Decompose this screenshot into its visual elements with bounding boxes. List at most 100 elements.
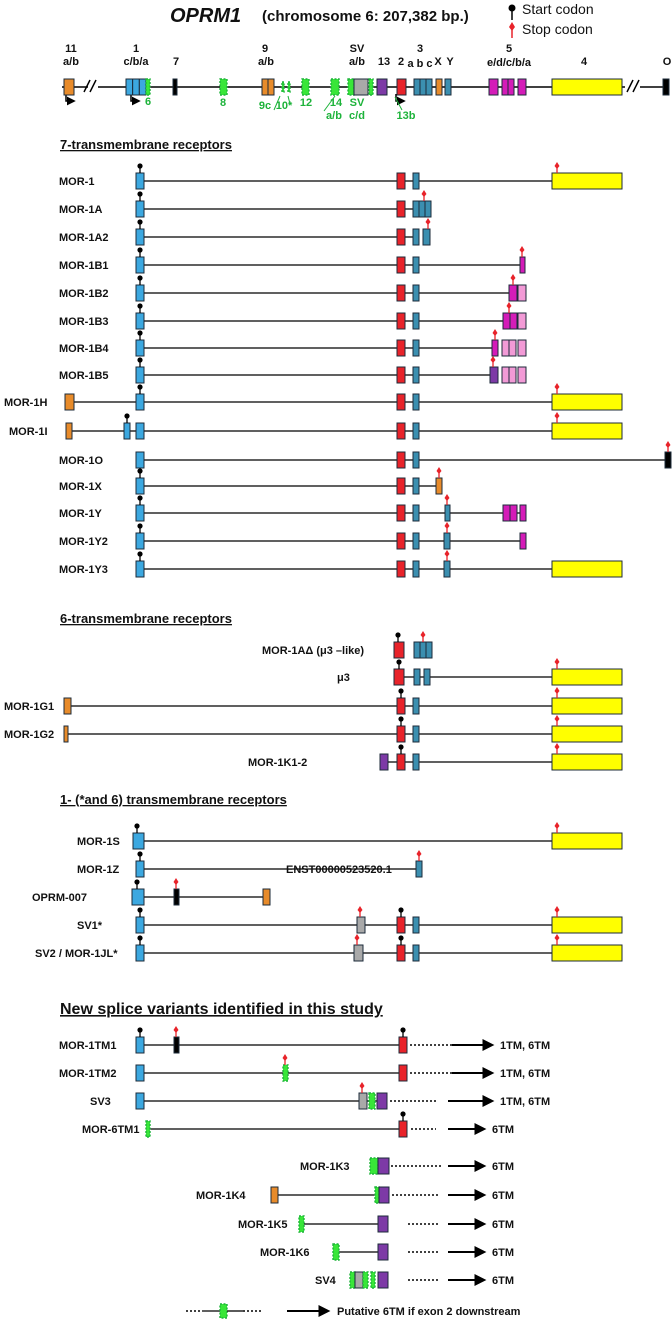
transcript-row: MOR-1Z — [77, 850, 423, 878]
exon-magenta — [519, 256, 526, 274]
transcript-label: MOR-1K6 — [260, 1247, 310, 1259]
gene-label-e1: 1 — [133, 43, 139, 55]
exon-magenta — [509, 312, 518, 330]
exon-purple — [378, 1186, 390, 1204]
start-codon-icon — [137, 219, 143, 225]
footnote-glyph — [186, 1303, 331, 1319]
exon-teal — [412, 697, 420, 715]
transcript-label: MOR-1K4 — [196, 1190, 246, 1202]
transcript-label: MOR-1G2 — [4, 729, 54, 741]
transcript-row: MOR-1B2 — [59, 274, 527, 302]
transcript-label: MOR-1B1 — [59, 260, 109, 272]
exon-teal — [412, 560, 420, 578]
exon-yellow — [551, 725, 623, 743]
start-codon-icon — [396, 659, 402, 665]
transcript-label: MOR-1TM2 — [59, 1068, 116, 1080]
exon-putative-6tm — [219, 1303, 228, 1319]
exon-red — [396, 228, 406, 246]
exon-yellow — [551, 832, 623, 850]
exon-teal — [412, 200, 420, 218]
exon-o — [662, 78, 670, 96]
exon-teal — [418, 200, 426, 218]
exon-teal — [412, 284, 420, 302]
start-codon-icon — [137, 191, 143, 197]
exon-teal — [413, 641, 421, 659]
stop-codon-icon — [436, 467, 442, 474]
exon-yellow — [551, 172, 623, 190]
transcript-row: MOR-1B1 — [59, 246, 526, 274]
stop-codon-icon — [282, 1054, 288, 1061]
exon-6 — [145, 78, 151, 96]
stop-codon-icon — [173, 878, 179, 885]
exon-teal — [412, 477, 420, 495]
start-codon-icon — [137, 1027, 143, 1033]
exon-putative-6tm — [349, 1271, 356, 1289]
exon-11 — [63, 78, 75, 96]
exon-sv — [353, 78, 369, 96]
transcript-label: MOR-1Z — [77, 864, 119, 876]
green-exon-label: 14 — [330, 97, 343, 109]
exon-teal — [412, 256, 420, 274]
exon-teal — [412, 393, 420, 411]
exon-pink — [508, 366, 517, 384]
exon-7 — [172, 78, 178, 96]
exon-red — [396, 393, 406, 411]
exon-blue — [135, 1092, 145, 1110]
transcript-label: MOR-1H — [4, 397, 47, 409]
gene-sublabel-e9: a/b — [258, 56, 274, 68]
gene-title: OPRM1 — [170, 5, 241, 27]
exon-red — [396, 697, 406, 715]
transcript-row: MOR-1I — [9, 412, 623, 440]
transcript-row: μ3 — [337, 658, 623, 686]
exon-teal — [412, 228, 420, 246]
transcript-row: MOR-1X — [59, 467, 443, 495]
transcript-label: μ3 — [337, 672, 350, 684]
transcript-label: MOR-1Y2 — [59, 536, 108, 548]
exon-teal — [412, 312, 420, 330]
exon-pink — [501, 366, 510, 384]
transcript-label: MOR-1G1 — [4, 701, 54, 713]
exon-putative-6tm — [370, 1271, 376, 1289]
start-codon-icon — [398, 935, 404, 941]
exon-red — [396, 422, 406, 440]
tm-prediction: 6TM — [492, 1124, 514, 1136]
exon-orange — [435, 477, 443, 495]
exon-10 — [287, 81, 291, 93]
green-exon-label: 6 — [145, 96, 151, 108]
start-codon-icon — [124, 413, 130, 419]
exon-purple — [377, 1243, 389, 1261]
exon-teal — [419, 641, 427, 659]
stop-codon-icon — [554, 687, 560, 694]
exon-blue — [131, 888, 145, 906]
exon-blue — [135, 228, 145, 246]
start-codon-icon — [137, 303, 143, 309]
transcript-label: MOR-1AΔ (μ3 –like) — [262, 645, 364, 657]
transcript-label: MOR-1B5 — [59, 370, 109, 382]
chromosome-subtitle: (chromosome 6: 207,382 bp.) — [262, 8, 469, 25]
stop-codon-icon — [554, 715, 560, 722]
stop-codon-icon — [420, 631, 426, 638]
start-codon-icon — [137, 495, 143, 501]
exon-gray — [358, 1092, 368, 1110]
exon-yellow — [551, 393, 623, 411]
transcript-label: SV2 / MOR-1JL* — [35, 948, 118, 960]
exon-10 — [281, 81, 285, 93]
start-codon-icon — [395, 632, 401, 638]
exon-blue — [135, 560, 145, 578]
exon-purple — [376, 1092, 388, 1110]
exon-red — [396, 451, 406, 469]
gene-label-esv: SV — [350, 43, 365, 55]
exon-9 — [261, 78, 269, 96]
exon-red — [398, 1064, 408, 1082]
gene-label-e9: 9 — [262, 43, 268, 55]
exon-red — [398, 1120, 408, 1138]
exon-blue — [135, 1064, 145, 1082]
exon-blue — [135, 366, 145, 384]
stop-codon-icon — [554, 658, 560, 665]
exon-magenta — [519, 504, 527, 522]
exon-teal — [422, 228, 431, 246]
green-exon-label: 10* — [276, 100, 293, 112]
